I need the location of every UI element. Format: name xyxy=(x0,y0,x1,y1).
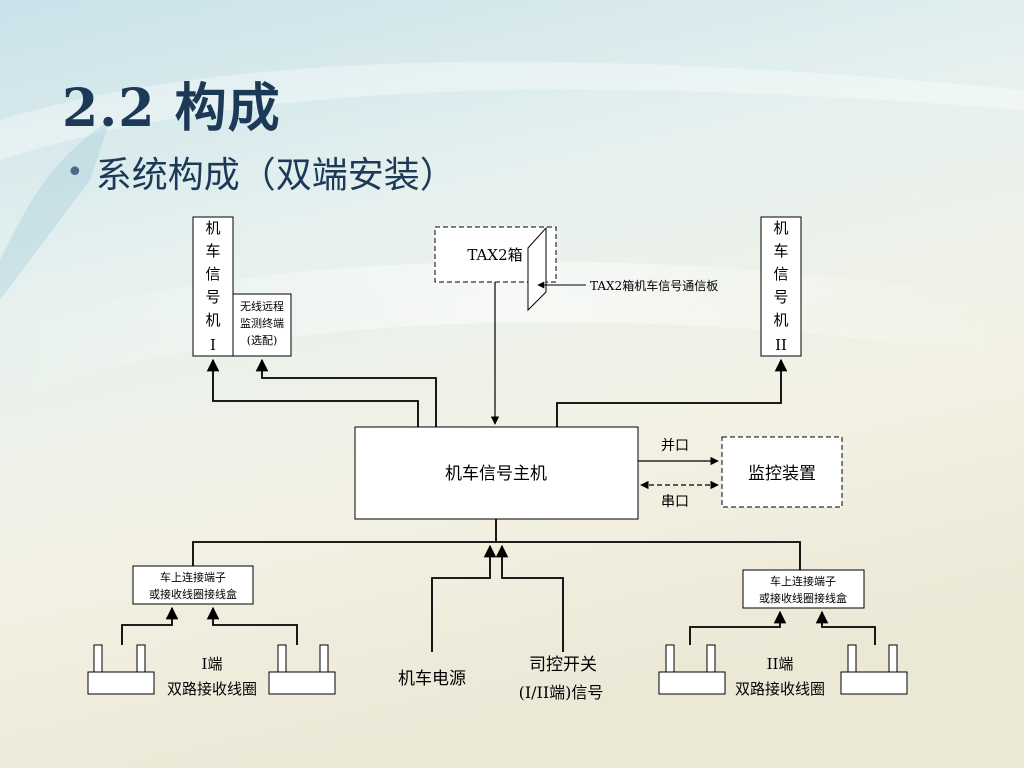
wireless-terminal-line: 监测终端 xyxy=(240,316,284,330)
svg-text:I端: I端 xyxy=(202,655,223,673)
svg-text:TAX2箱: TAX2箱 xyxy=(467,246,522,264)
slide-title: 2.2 构成 xyxy=(62,78,281,139)
coil-2a xyxy=(658,671,726,695)
bullet-text: 系统构成（双端安装） xyxy=(95,155,456,196)
junction-box-1: 车上连接端子 或接收线圈接线盒 xyxy=(132,565,254,605)
coil-set-1: I端 双路接收线圈 xyxy=(87,606,336,698)
signal-unit-1-char: 车 xyxy=(205,242,220,260)
bullet-item: • 系统构成（双端安装） xyxy=(66,146,456,198)
power-label: 机车电源 xyxy=(398,669,466,689)
signal-unit-1-char: 号 xyxy=(205,288,220,306)
serial-port-label: 串口 xyxy=(661,494,689,510)
svg-text:车上连接端子: 车上连接端子 xyxy=(770,574,836,588)
bullet-dot-icon: • xyxy=(66,154,84,190)
switch-label-line: 司控开关 xyxy=(529,655,597,675)
svg-text:双路接收线圈: 双路接收线圈 xyxy=(735,680,825,698)
signal-unit-2-char: 机 xyxy=(773,311,788,329)
signal-unit-1-char: 信 xyxy=(205,265,220,283)
wireless-terminal: 无线远程 监测终端 (选配) xyxy=(232,293,292,357)
signal-unit-2-char: 号 xyxy=(773,288,788,306)
host-to-unit2-connector xyxy=(556,358,788,427)
svg-text:或接收线圈接线盒: 或接收线圈接线盒 xyxy=(759,591,847,605)
switch-input xyxy=(495,544,564,652)
svg-text:监控装置: 监控装置 xyxy=(748,464,816,484)
wireless-terminal-line: (选配) xyxy=(247,334,278,347)
signal-unit-1-char: 机 xyxy=(205,311,220,329)
tax2-board-label: TAX2箱机车信号通信板 xyxy=(590,278,718,293)
tax2-board xyxy=(527,226,547,312)
host-to-unit1-connector xyxy=(206,358,437,427)
power-input xyxy=(431,544,497,652)
signal-unit-1-char: I xyxy=(210,336,216,354)
svg-text:II端: II端 xyxy=(767,655,794,673)
svg-text:或接收线圈接线盒: 或接收线圈接线盒 xyxy=(149,587,237,601)
signal-unit-2: 机 车 信 号 机 II xyxy=(760,216,802,357)
svg-text:车上连接端子: 车上连接端子 xyxy=(160,570,226,584)
coil-2b xyxy=(840,671,908,695)
switch-label-line: (I/II端)信号 xyxy=(519,683,604,702)
coil-1a xyxy=(87,671,155,695)
signal-unit-2-char: 车 xyxy=(773,242,788,260)
signal-unit-2-char: 信 xyxy=(773,265,788,283)
coil-set-2: II端 双路接收线圈 xyxy=(658,610,908,698)
junction-box-2: 车上连接端子 或接收线圈接线盒 xyxy=(742,569,865,609)
parallel-port-label: 并口 xyxy=(661,438,689,454)
svg-text:双路接收线圈: 双路接收线圈 xyxy=(167,680,257,698)
signal-unit-1: 机 车 信 号 机 I xyxy=(192,216,234,357)
coil-1b xyxy=(268,671,336,695)
signal-unit-1-char: 机 xyxy=(205,219,220,237)
bottom-bus xyxy=(192,519,801,570)
monitor-device: 监控装置 xyxy=(721,436,843,508)
main-host: 机车信号主机 xyxy=(354,426,639,520)
signal-unit-2-char: II xyxy=(775,336,787,354)
wireless-terminal-line: 无线远程 xyxy=(240,299,284,313)
svg-text:机车信号主机: 机车信号主机 xyxy=(445,464,547,484)
signal-unit-2-char: 机 xyxy=(773,219,788,237)
